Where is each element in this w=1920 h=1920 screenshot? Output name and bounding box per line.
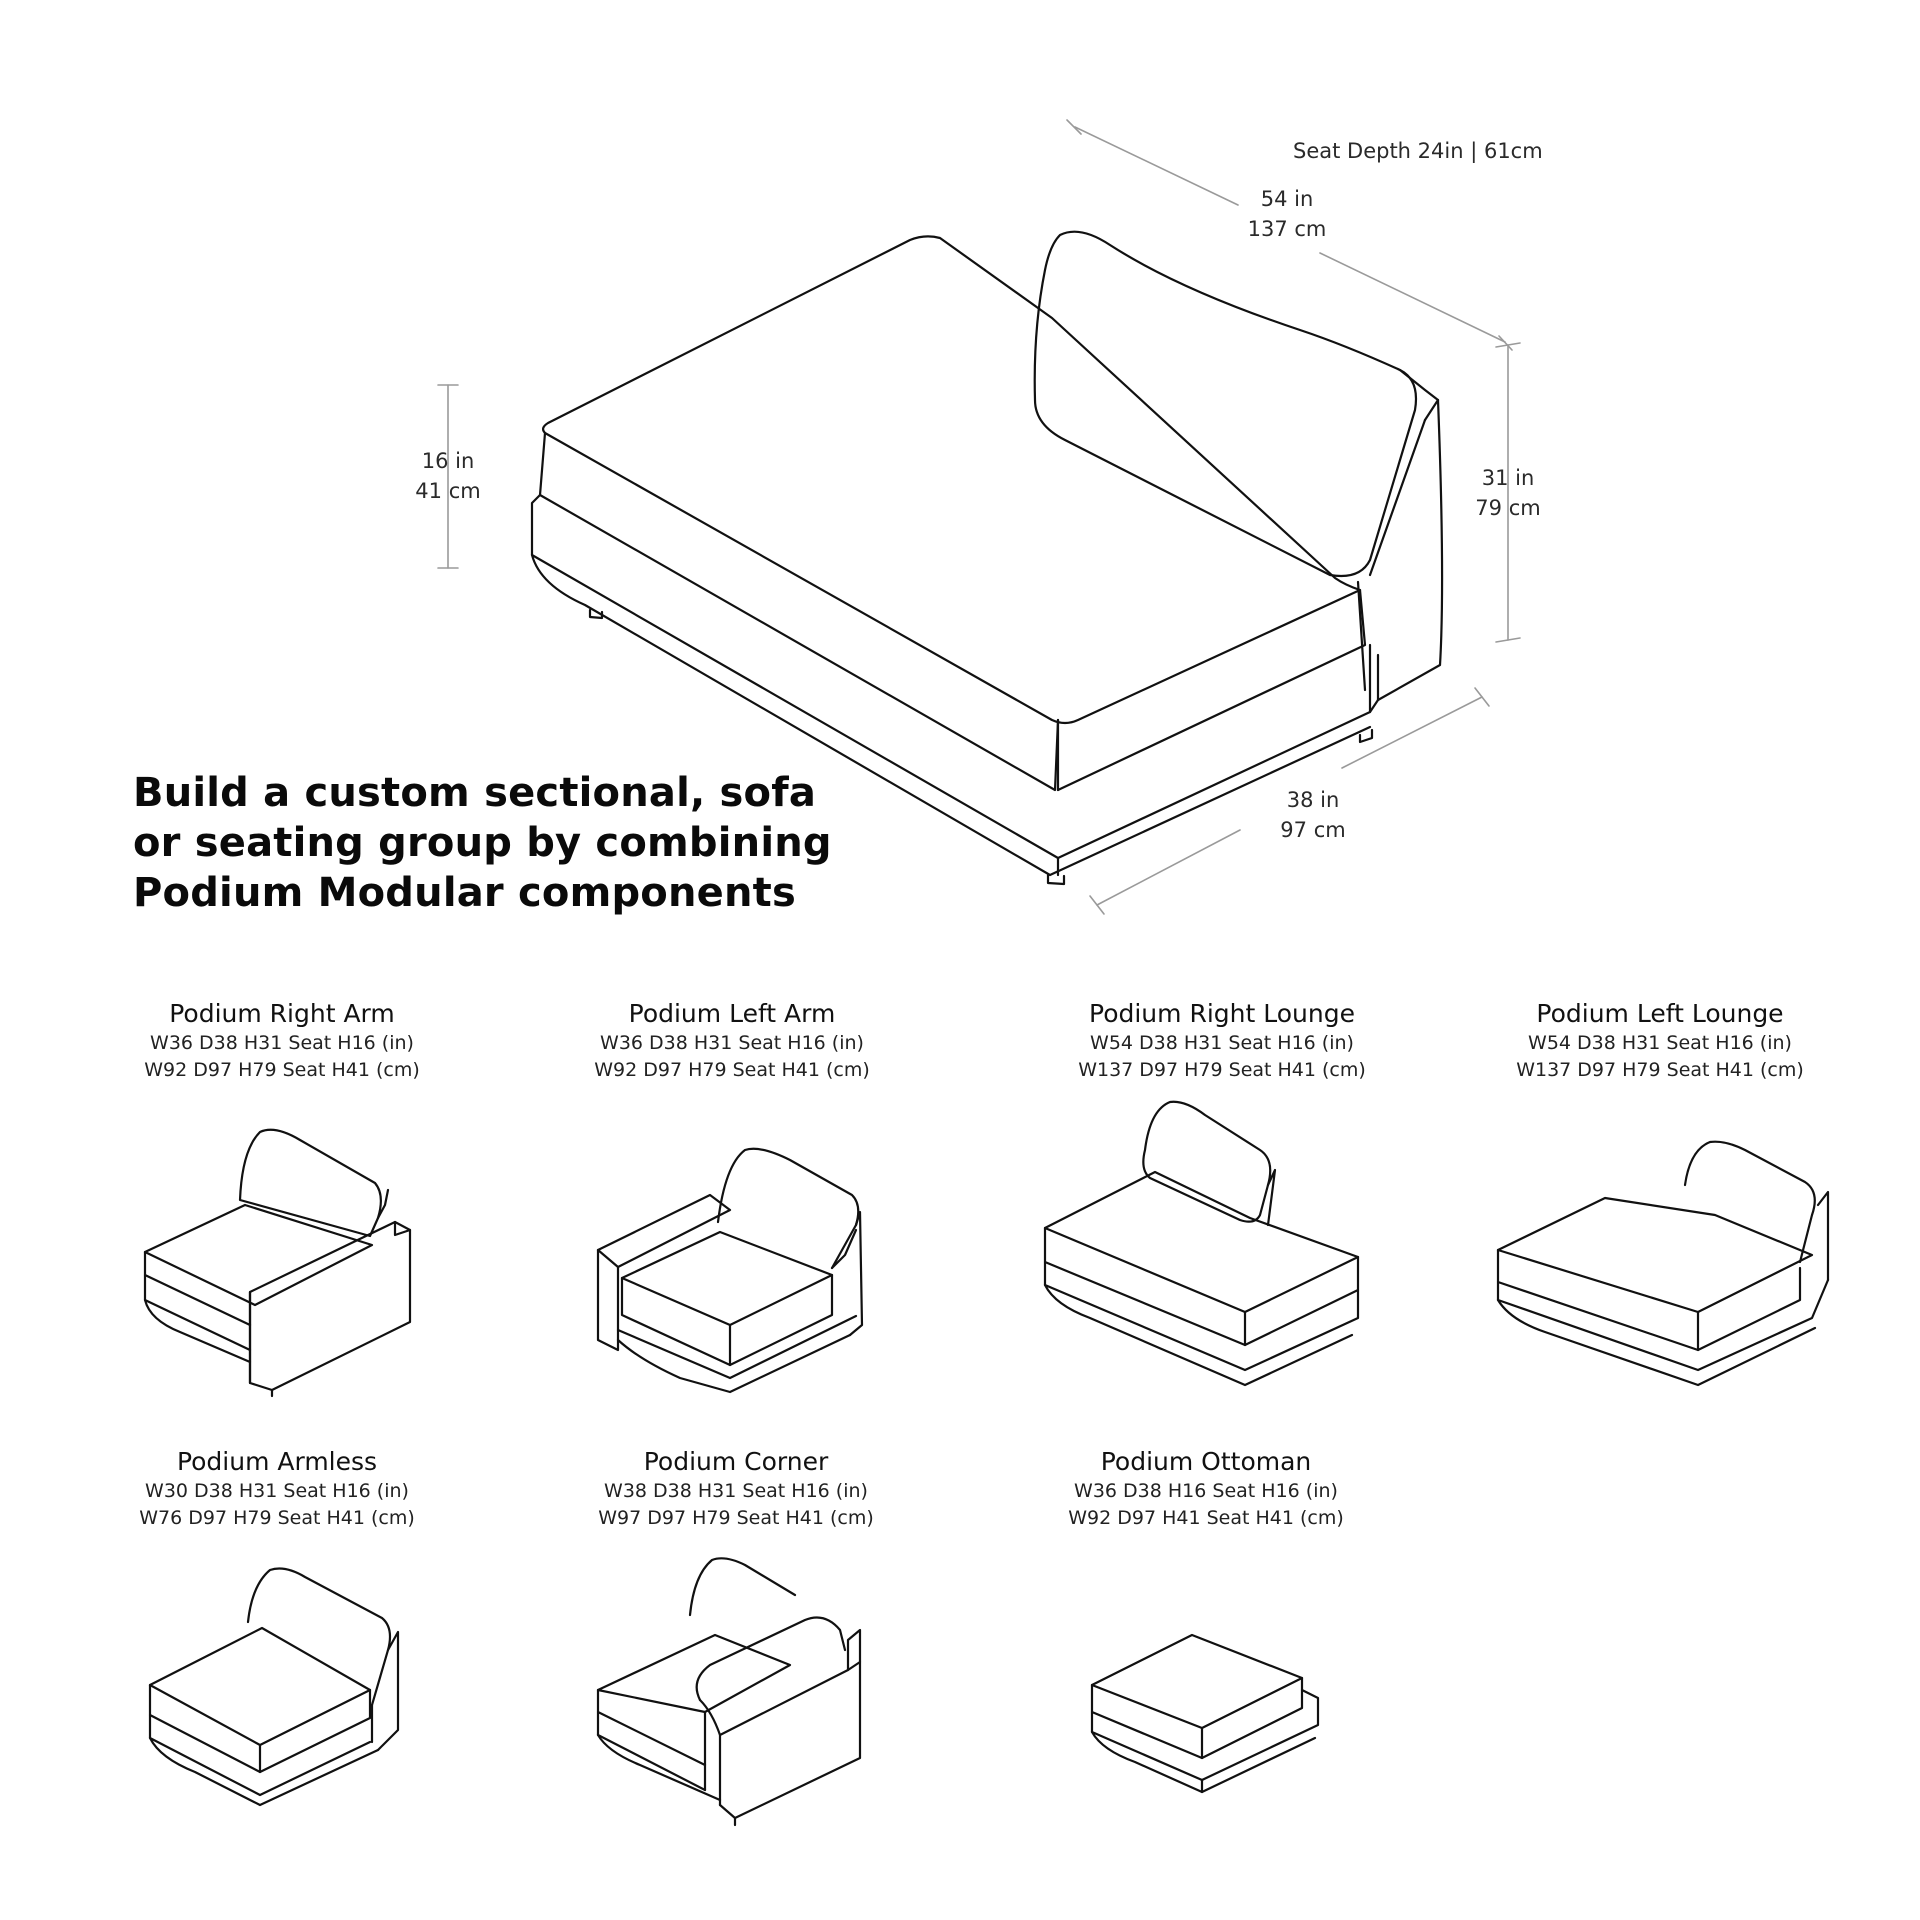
product-spec-in: W36 D38 H16 Seat H16 (in) xyxy=(1074,1480,1338,1502)
product-ottoman: Podium Ottoman W36 D38 H16 Seat H16 (in)… xyxy=(996,1446,1416,1532)
seat-depth-label: Seat Depth 24in | 61cm xyxy=(1293,136,1543,166)
ottoman-drawing xyxy=(1090,1633,1320,1794)
product-name: Podium Ottoman xyxy=(1100,1447,1312,1476)
dimension-lines xyxy=(437,119,1521,915)
left-arm-drawing xyxy=(596,1147,864,1394)
product-spec-cm: W76 D97 H79 Seat H41 (cm) xyxy=(139,1507,415,1529)
product-spec-in: W54 D38 H31 Seat H16 (in) xyxy=(1090,1032,1354,1054)
width-label: 54 in 137 cm xyxy=(1247,184,1327,244)
product-spec-in: W54 D38 H31 Seat H16 (in) xyxy=(1528,1032,1792,1054)
product-right-lounge: Podium Right Lounge W54 D38 H31 Seat H16… xyxy=(1012,998,1432,1084)
height-cm-text: 79 cm xyxy=(1475,496,1541,520)
product-spec-cm: W97 D97 H79 Seat H41 (cm) xyxy=(598,1507,874,1529)
armless-drawing xyxy=(148,1567,400,1807)
depth-cm-text: 97 cm xyxy=(1280,818,1346,842)
product-spec-cm: W137 D97 H79 Seat H41 (cm) xyxy=(1078,1059,1366,1081)
headline: Build a custom sectional, sofa or seatin… xyxy=(133,768,833,918)
product-spec-cm: W92 D97 H79 Seat H41 (cm) xyxy=(594,1059,870,1081)
headline-line-2: or seating group by combining xyxy=(133,820,832,866)
product-spec-cm: W92 D97 H41 Seat H41 (cm) xyxy=(1068,1507,1344,1529)
height-in-text: 31 in xyxy=(1481,466,1535,490)
height-label: 31 in 79 cm xyxy=(1468,463,1548,523)
product-right-arm: Podium Right Arm W36 D38 H31 Seat H16 (i… xyxy=(72,998,492,1084)
product-spec-cm: W92 D97 H79 Seat H41 (cm) xyxy=(144,1059,420,1081)
seat-height-cm-text: 41 cm xyxy=(415,479,481,503)
width-in-text: 54 in xyxy=(1260,187,1314,211)
product-spec-in: W36 D38 H31 Seat H16 (in) xyxy=(600,1032,864,1054)
seat-height-in-text: 16 in xyxy=(421,449,475,473)
corner-drawing xyxy=(596,1557,862,1827)
product-name: Podium Left Lounge xyxy=(1536,999,1784,1028)
product-left-arm: Podium Left Arm W36 D38 H31 Seat H16 (in… xyxy=(522,998,942,1084)
product-corner: Podium Corner W38 D38 H31 Seat H16 (in) … xyxy=(526,1446,946,1532)
product-armless: Podium Armless W30 D38 H31 Seat H16 (in)… xyxy=(67,1446,487,1532)
product-name: Podium Right Lounge xyxy=(1089,999,1355,1028)
product-name: Podium Right Arm xyxy=(169,999,395,1028)
product-name: Podium Left Arm xyxy=(628,999,836,1028)
product-spec-in: W30 D38 H31 Seat H16 (in) xyxy=(145,1480,409,1502)
seat-depth-text: Seat Depth 24in | 61cm xyxy=(1293,139,1543,163)
right-lounge-drawing xyxy=(1043,1100,1360,1387)
product-spec-in: W36 D38 H31 Seat H16 (in) xyxy=(150,1032,414,1054)
left-lounge-drawing xyxy=(1496,1140,1830,1387)
depth-in-text: 38 in xyxy=(1286,788,1340,812)
headline-line-3: Podium Modular components xyxy=(133,870,796,916)
seat-height-label: 16 in 41 cm xyxy=(408,446,488,506)
product-name: Podium Armless xyxy=(176,1447,378,1476)
product-name: Podium Corner xyxy=(643,1447,829,1476)
product-spec-cm: W137 D97 H79 Seat H41 (cm) xyxy=(1516,1059,1804,1081)
main-lounge-drawing xyxy=(530,230,1444,886)
product-left-lounge: Podium Left Lounge W54 D38 H31 Seat H16 … xyxy=(1450,998,1870,1084)
right-arm-drawing xyxy=(143,1128,412,1398)
depth-label: 38 in 97 cm xyxy=(1273,785,1353,845)
product-spec-in: W38 D38 H31 Seat H16 (in) xyxy=(604,1480,868,1502)
width-cm-text: 137 cm xyxy=(1247,217,1327,241)
headline-line-1: Build a custom sectional, sofa xyxy=(133,770,817,816)
